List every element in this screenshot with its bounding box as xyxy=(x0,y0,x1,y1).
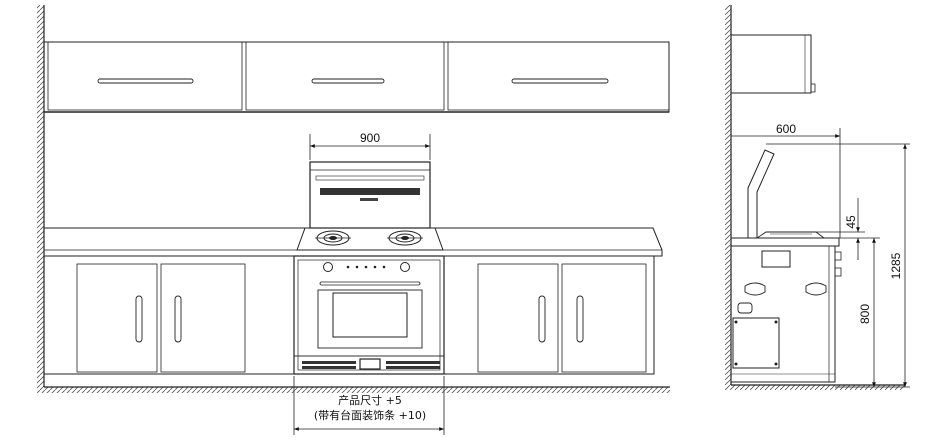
door-handle xyxy=(538,295,546,343)
side-cabinet-body xyxy=(730,245,836,383)
cabinet-handle xyxy=(97,78,194,84)
side-upper-cabinet xyxy=(730,34,812,94)
control-panel-indicators xyxy=(346,265,386,269)
control-knob xyxy=(323,262,333,272)
burner-right xyxy=(387,230,423,246)
door-handle xyxy=(174,295,182,343)
oven-door-handle xyxy=(319,281,421,286)
depth-label-600: 600 xyxy=(776,122,796,136)
cabinet-handle xyxy=(311,78,385,84)
countertop xyxy=(43,227,663,257)
burner-left xyxy=(315,230,351,246)
counter-height-label-800: 800 xyxy=(858,304,872,324)
depth-dimension: 600 xyxy=(731,122,841,238)
width-label-900: 900 xyxy=(360,131,380,145)
width-dimension-top: 900 xyxy=(309,131,431,160)
total-height-dimension: 1285 xyxy=(889,144,907,387)
side-view: 600 45 800 1285 xyxy=(725,5,910,390)
hob-height-label-45: 45 xyxy=(844,215,858,229)
door-handle xyxy=(576,295,584,343)
oven-window xyxy=(332,292,408,338)
integrated-stove-front xyxy=(293,161,445,375)
floor-hatch xyxy=(37,387,670,393)
base-cabinet-left xyxy=(43,255,295,375)
control-knob xyxy=(400,262,410,272)
total-height-label-1285: 1285 xyxy=(889,252,903,279)
side-floor-hatch xyxy=(725,385,905,390)
width-dimension-bottom: 产品尺寸 +5 (带有台面装饰条 +10) xyxy=(293,376,445,435)
front-view: 900 产品尺寸 +5 (带有台面装饰条 +10) xyxy=(37,5,670,435)
door-handle xyxy=(135,295,143,343)
base-cabinet-right xyxy=(443,255,655,375)
cabinet-handle xyxy=(511,78,609,84)
hob-height-dimension: 45 xyxy=(844,198,860,260)
size-note-line1: 产品尺寸 +5 xyxy=(338,393,402,407)
side-wall-hatch xyxy=(725,5,731,385)
upper-cabinets xyxy=(43,41,670,113)
side-hood-profile xyxy=(747,149,775,238)
counter-height-dimension: 800 xyxy=(858,238,876,387)
hood-vent-slot xyxy=(320,188,420,195)
wall-hatch xyxy=(37,5,44,387)
size-note-line2: (带有台面装饰条 +10) xyxy=(314,408,426,422)
